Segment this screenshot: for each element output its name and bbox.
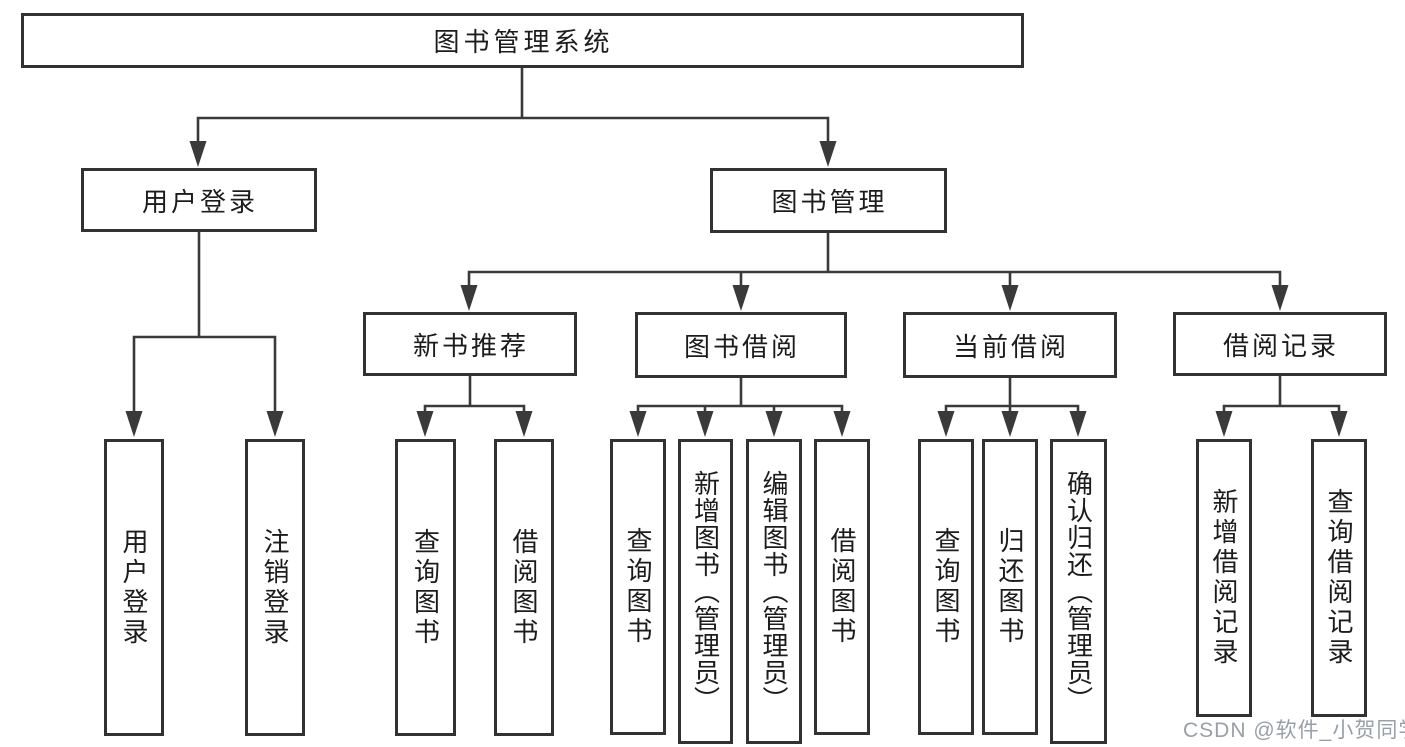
node-leaf-add-borrow-record: 新增借阅记录	[1196, 439, 1252, 717]
arrowhead-icon	[460, 285, 478, 311]
arrowhead-icon	[1271, 285, 1289, 311]
node-leaf-query-books-1: 查询图书	[395, 439, 456, 736]
arrowhead-icon	[629, 411, 647, 437]
node-label: 查询图书	[623, 527, 653, 647]
node-label: 归还图书	[995, 527, 1025, 647]
node-label: 新书推荐	[412, 330, 529, 361]
arrowhead-icon	[515, 411, 533, 437]
node-book-management: 图书管理	[710, 168, 947, 233]
node-label: 用户登录	[141, 186, 258, 217]
arrowhead-icon	[189, 141, 207, 167]
node-label: 查询图书	[931, 527, 961, 647]
node-label: 借阅图书	[827, 527, 857, 647]
node-leaf-query-books-3: 查询图书	[918, 439, 974, 735]
node-leaf-logout: 注销登录	[245, 439, 305, 736]
node-leaf-user-login: 用户登录	[104, 439, 164, 736]
arrowhead-icon	[819, 141, 837, 167]
node-book-borrowing: 图书借阅	[635, 312, 847, 378]
node-label: 图书借阅	[683, 331, 800, 362]
arrowhead-icon	[833, 411, 851, 437]
arrowhead-icon	[1330, 411, 1348, 437]
arrowhead-icon	[125, 411, 143, 437]
watermark: CSDN @软件_小贺同学	[1183, 719, 1405, 742]
node-leaf-return-books: 归还图书	[982, 439, 1038, 735]
node-leaf-borrow-books-1: 借阅图书	[494, 439, 554, 736]
node-label: 借阅记录	[1222, 330, 1339, 361]
node-label: 查询借阅记录	[1324, 488, 1354, 668]
node-label: 新增借阅记录	[1209, 488, 1239, 668]
arrowhead-icon	[1001, 411, 1019, 437]
arrowhead-icon	[416, 411, 434, 437]
node-label: 用户登录	[119, 527, 149, 648]
node-system: 图书管理系统	[21, 13, 1024, 68]
node-label: 图书管理系统	[433, 27, 614, 57]
node-leaf-borrow-books-2: 借阅图书	[814, 439, 870, 735]
node-leaf-edit-books: 编辑图书（管理员）	[746, 439, 802, 744]
arrowhead-icon	[1001, 285, 1019, 311]
node-label: 新增图书（管理员）	[690, 470, 721, 713]
node-label: 确认归还（管理员）	[1063, 470, 1094, 713]
node-label: 查询图书	[410, 527, 441, 648]
arrowhead-icon	[937, 411, 955, 437]
node-label: 图书管理	[771, 187, 888, 217]
node-current-borrowing: 当前借阅	[903, 312, 1117, 378]
node-user-login: 用户登录	[81, 168, 317, 232]
node-label: 借阅图书	[509, 527, 539, 648]
node-leaf-query-borrow-record: 查询借阅记录	[1311, 439, 1367, 717]
arrowhead-icon	[696, 411, 714, 437]
node-label: 当前借阅	[952, 331, 1069, 362]
arrowhead-icon	[1069, 411, 1087, 437]
arrowhead-icon	[765, 411, 783, 437]
arrowhead-icon	[266, 411, 284, 437]
arrowhead-icon	[1215, 411, 1233, 437]
node-leaf-query-books-2: 查询图书	[610, 439, 666, 735]
node-label: 编辑图书（管理员）	[759, 470, 789, 713]
node-label: 注销登录	[260, 527, 290, 648]
node-new-book-recommend: 新书推荐	[363, 312, 577, 376]
node-borrowing-records: 借阅记录	[1173, 312, 1387, 376]
arrowhead-icon	[732, 285, 750, 311]
node-leaf-add-books: 新增图书（管理员）	[678, 439, 733, 744]
node-leaf-confirm-return: 确认归还（管理员）	[1050, 439, 1107, 744]
